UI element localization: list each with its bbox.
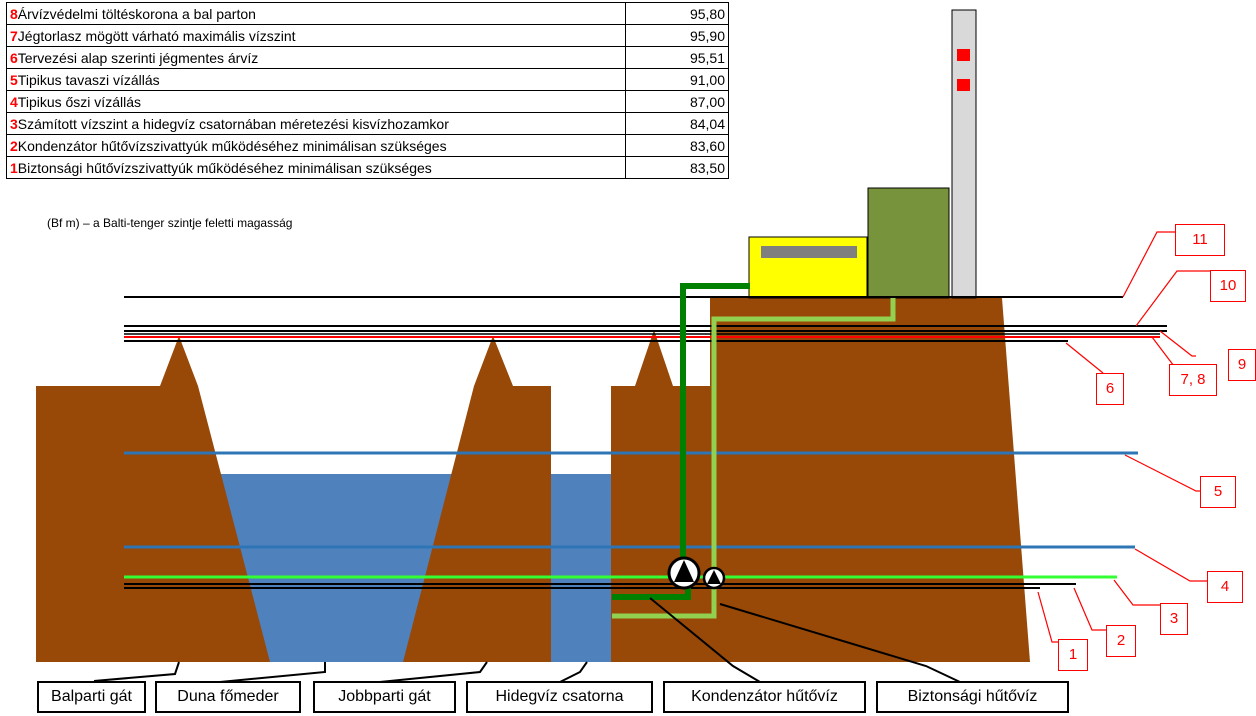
- light-pipe: [612, 298, 896, 619]
- level-number: 5: [10, 71, 18, 88]
- label-duna-fomeder: Duna főmeder: [155, 681, 301, 713]
- label-balparti-gat: Balparti gát: [37, 681, 146, 713]
- label-jobbparti-gat: Jobbparti gát: [313, 681, 456, 713]
- level-value: 83,60: [625, 134, 729, 157]
- label-leaders: [93, 597, 961, 683]
- level-row: 6Tervezési alap szerinti jégmentes árvíz…: [6, 46, 729, 69]
- level-text: Számított vízszint a hidegvíz csatornába…: [17, 115, 449, 132]
- chimney-mark-2: [957, 79, 970, 91]
- level-value: 83,50: [625, 156, 729, 179]
- marker-10: 10: [1210, 270, 1246, 302]
- green-building: [867, 187, 950, 299]
- level-number: 8: [10, 5, 18, 22]
- dark-pipe-riser: [680, 283, 750, 564]
- table-note: (Bf m) – a Balti-tenger szintje feletti …: [47, 216, 293, 230]
- marker-3: 3: [1160, 603, 1188, 635]
- yellow-building-window: [761, 246, 857, 258]
- marker-4: 4: [1207, 571, 1243, 603]
- marker-11: 11: [1175, 224, 1225, 256]
- level-description: 1Biztonsági hűtővízszivattyúk működéséhe…: [6, 156, 626, 179]
- level-value: 95,51: [625, 46, 729, 69]
- label-hidegviz-csatorna: Hidegvíz csatorna: [466, 681, 653, 713]
- dark-pipe: [612, 587, 691, 600]
- level-value: 91,00: [625, 68, 729, 91]
- level-row: 3Számított vízszint a hidegvíz csatornáb…: [6, 112, 729, 135]
- level-value: 84,04: [625, 112, 729, 135]
- level-description: 8Árvízvédelmi töltéskorona a bal parton: [6, 2, 626, 25]
- condenser-pump-icon: [667, 556, 701, 590]
- label-kondenzator-hutoviz: Kondenzátor hűtővíz: [663, 681, 866, 713]
- jobbparti-gat: [403, 336, 551, 662]
- level-number: 2: [10, 137, 18, 154]
- marker-9: 9: [1228, 349, 1256, 381]
- level-text: Kondenzátor hűtővízszivattyúk működéséhe…: [17, 137, 447, 154]
- level-text: Árvízvédelmi töltéskorona a bal parton: [17, 5, 256, 22]
- level-row: 7Jégtorlasz mögött várható maximális víz…: [6, 24, 729, 47]
- level-row: 1Biztonsági hűtővízszivattyúk működéséhe…: [6, 156, 729, 179]
- marker-5: 5: [1200, 476, 1236, 508]
- marker-2: 2: [1106, 625, 1136, 657]
- level-text: Biztonsági hűtővízszivattyúk működéséhez…: [17, 159, 432, 176]
- level-value: 95,90: [625, 24, 729, 47]
- level-number: 1: [10, 159, 18, 176]
- level-description: 4Tipikus őszi vízállás: [6, 90, 626, 113]
- marker-1: 1: [1058, 639, 1088, 671]
- level-description: 6Tervezési alap szerinti jégmentes árvíz: [6, 46, 626, 69]
- balparti-gat: [36, 336, 270, 662]
- level-description: 7Jégtorlasz mögött várható maximális víz…: [6, 24, 626, 47]
- level-text: Jégtorlasz mögött várható maximális vízs…: [17, 27, 296, 44]
- level-number: 3: [10, 115, 18, 132]
- level-description: 2Kondenzátor hűtővízszivattyúk működéséh…: [6, 134, 626, 157]
- level-text: Tipikus őszi vízállás: [17, 93, 141, 110]
- marker-6: 6: [1096, 373, 1124, 405]
- marker-leaders: [1037, 231, 1210, 643]
- level-value: 95,80: [625, 2, 729, 25]
- level-description: 3Számított vízszint a hidegvíz csatornáb…: [6, 112, 626, 135]
- chimney-mark-1: [957, 49, 970, 61]
- level-number: 7: [10, 27, 18, 44]
- level-number: 4: [10, 93, 18, 110]
- hidegviz-water: [551, 474, 613, 662]
- level-row: 2Kondenzátor hűtővízszivattyúk működéséh…: [6, 134, 729, 157]
- level-text: Tipikus tavaszi vízállás: [17, 71, 160, 88]
- level-text: Tervezési alap szerinti jégmentes árvíz: [17, 49, 259, 66]
- level-value: 87,00: [625, 90, 729, 113]
- level-description: 5Tipikus tavaszi vízállás: [6, 68, 626, 91]
- safety-pump-icon: [702, 566, 726, 590]
- level-number: 6: [10, 49, 18, 66]
- label-biztonsagi-hutoviz: Biztonsági hűtővíz: [876, 681, 1069, 713]
- marker-7-8: 7, 8: [1169, 364, 1217, 396]
- plant-ground: [611, 298, 1030, 662]
